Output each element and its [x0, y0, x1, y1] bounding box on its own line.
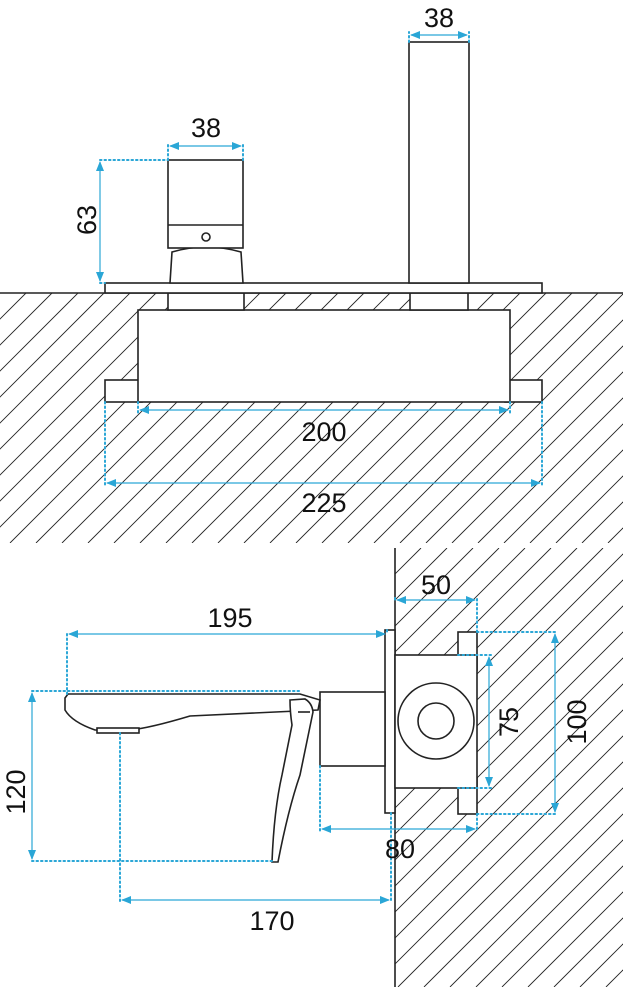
label-spout-projection: 195	[207, 603, 252, 633]
hatch-line	[321, 293, 573, 543]
dim-box-depth: 80	[319, 765, 478, 864]
label-plate-width: 225	[301, 488, 346, 518]
hatch-line	[0, 293, 79, 372]
hatch-line	[607, 527, 623, 543]
dim-flange-height: 100	[476, 631, 592, 815]
hatch-line	[579, 943, 623, 987]
top-concealed-box	[137, 309, 511, 403]
top-spout-neck	[409, 292, 469, 311]
hatch-line	[553, 917, 623, 987]
hatch-line	[347, 293, 599, 543]
hatch-line	[451, 371, 623, 543]
top-handle-base	[169, 246, 244, 284]
hatch-line	[395, 683, 623, 913]
hatch-line	[501, 865, 623, 987]
hatch-line	[395, 657, 623, 887]
hatch-line	[425, 345, 623, 543]
hatch-line	[449, 813, 623, 987]
hatch-line	[0, 293, 53, 346]
hatch-line	[477, 397, 623, 543]
hatch-line	[555, 475, 623, 543]
side-wall-hatching	[395, 548, 623, 987]
dim-box-height: 75	[457, 654, 524, 789]
dim-box-width: 200	[137, 401, 511, 447]
hatch-line	[423, 787, 623, 987]
dim-handle-width: 38	[167, 113, 244, 161]
label-outlet-reach: 170	[249, 906, 294, 936]
dim-box-offset: 50	[394, 570, 478, 633]
side-handle-collar	[319, 691, 386, 767]
dim-handle-height: 63	[72, 159, 169, 284]
hatch-line	[0, 293, 131, 424]
top-spout-body	[408, 41, 470, 284]
side-view: 195 120 170 80 50	[1, 548, 623, 987]
dim-spout-width: 38	[408, 3, 470, 43]
label-spout-width: 38	[424, 3, 454, 33]
dim-outlet-reach: 170	[119, 732, 392, 936]
hatch-line	[395, 735, 623, 965]
hatch-line	[395, 548, 578, 731]
dim-plate-width: 225	[104, 401, 543, 518]
hatch-line	[0, 293, 105, 398]
hatch-line	[395, 548, 474, 627]
hatch-line	[397, 761, 623, 987]
hatch-line	[503, 423, 623, 543]
top-cover-plate	[104, 282, 543, 294]
side-spout	[64, 693, 321, 731]
hatch-line	[395, 548, 604, 757]
label-flange-height: 100	[562, 699, 592, 744]
hatch-line	[399, 319, 623, 543]
label-box-offset: 50	[421, 570, 451, 600]
top-handle-neck	[167, 292, 245, 311]
hatch-line	[475, 839, 623, 987]
hatch-line	[527, 891, 623, 987]
hatch-line	[395, 548, 500, 653]
label-box-height: 75	[494, 707, 524, 737]
side-handle-lever	[271, 698, 314, 863]
side-spout-outlet	[96, 727, 140, 734]
label-box-width: 200	[301, 417, 346, 447]
hatch-line	[395, 548, 552, 705]
top-view: 38 38 63 200 225	[0, 3, 623, 543]
top-handle-indicator-icon	[201, 232, 211, 242]
label-box-depth: 80	[385, 834, 415, 864]
dim-total-height: 120	[1, 690, 301, 862]
label-total-height: 120	[1, 769, 31, 814]
hatch-line	[529, 449, 623, 543]
dim-spout-projection: 195	[66, 603, 388, 695]
hatch-line	[0, 293, 157, 450]
hatch-line	[395, 548, 396, 549]
label-handle-height: 63	[72, 205, 102, 235]
hatch-line	[395, 709, 623, 939]
label-handle-width: 38	[191, 113, 221, 143]
top-mounting-tab-left	[104, 379, 143, 403]
side-cartridge-inner-icon	[417, 702, 455, 740]
hatch-line	[373, 293, 623, 543]
hatch-line	[395, 548, 526, 679]
side-cover-plate	[384, 629, 396, 814]
